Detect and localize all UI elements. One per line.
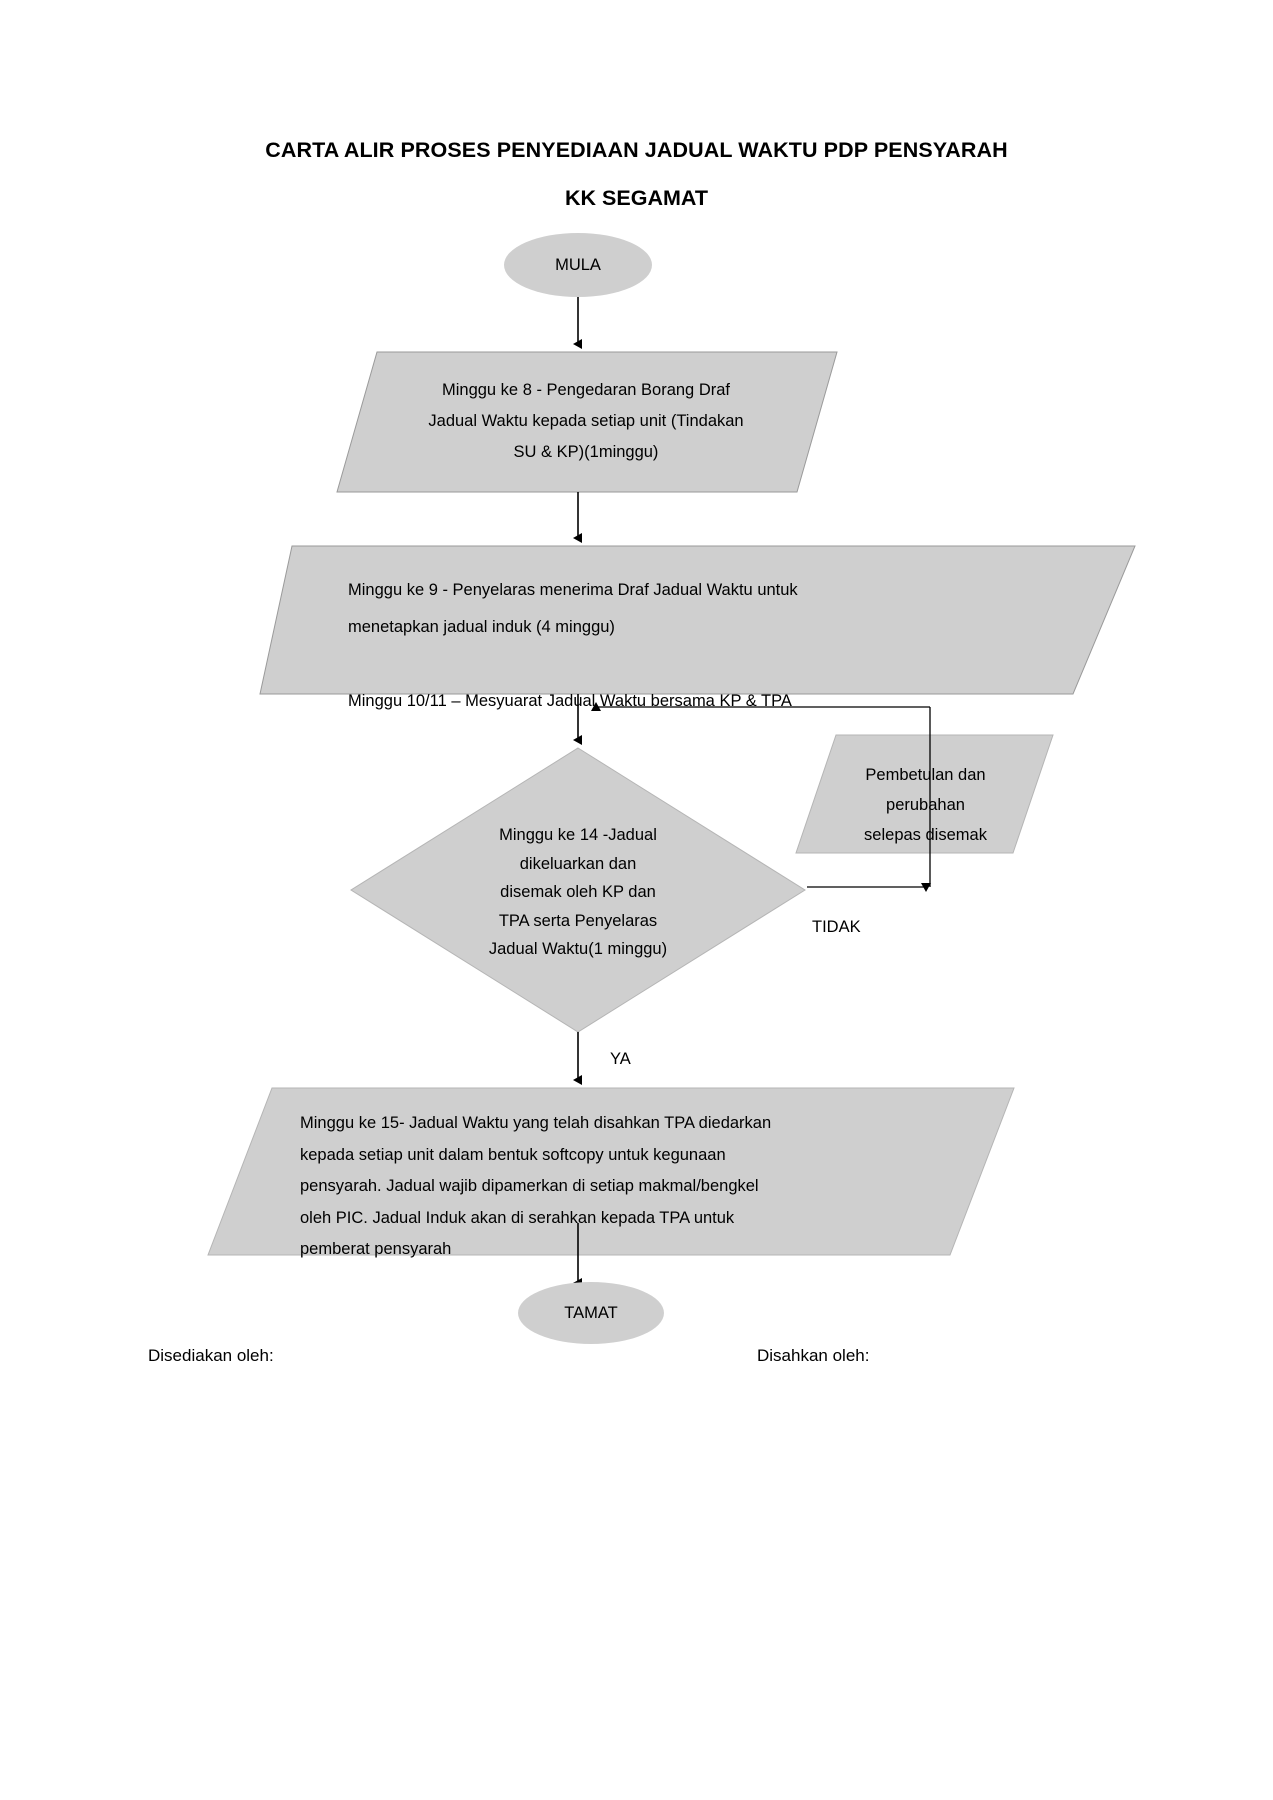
node-end-shape xyxy=(518,1282,664,1344)
page-subtitle: KK SEGAMAT xyxy=(565,186,708,210)
node-step2-shape xyxy=(259,545,1136,695)
node-step4-shape xyxy=(207,1087,1015,1256)
node-start-shape xyxy=(504,233,652,297)
footer-prepared-by: Disediakan oleh: xyxy=(148,1346,274,1365)
node-step1-label: Minggu ke 8 - Pengedaran Borang Draf Jad… xyxy=(428,381,744,461)
node-decision-label: Minggu ke 14 -Jadual dikeluarkan dan dis… xyxy=(488,826,668,958)
node-step2-label: Minggu ke 9 - Penyelaras menerima Draf J… xyxy=(348,581,798,710)
edge-label-yes: YA xyxy=(610,1050,631,1068)
footer-approved-by: Disahkan oleh: xyxy=(757,1346,870,1365)
node-start-label: MULA xyxy=(555,256,601,274)
edge-label-no: TIDAK xyxy=(812,918,861,936)
node-rework-shape xyxy=(795,734,1054,854)
node-step4-label: Minggu ke 15- Jadual Waktu yang telah di… xyxy=(300,1114,772,1258)
node-end-label: TAMAT xyxy=(564,1304,618,1322)
node-rework-label: Pembetulan dan perubahan selepas disemak xyxy=(864,766,987,844)
page-title: CARTA ALIR PROSES PENYEDIAAN JADUAL WAKT… xyxy=(265,138,1008,162)
node-step1-shape xyxy=(336,351,838,493)
